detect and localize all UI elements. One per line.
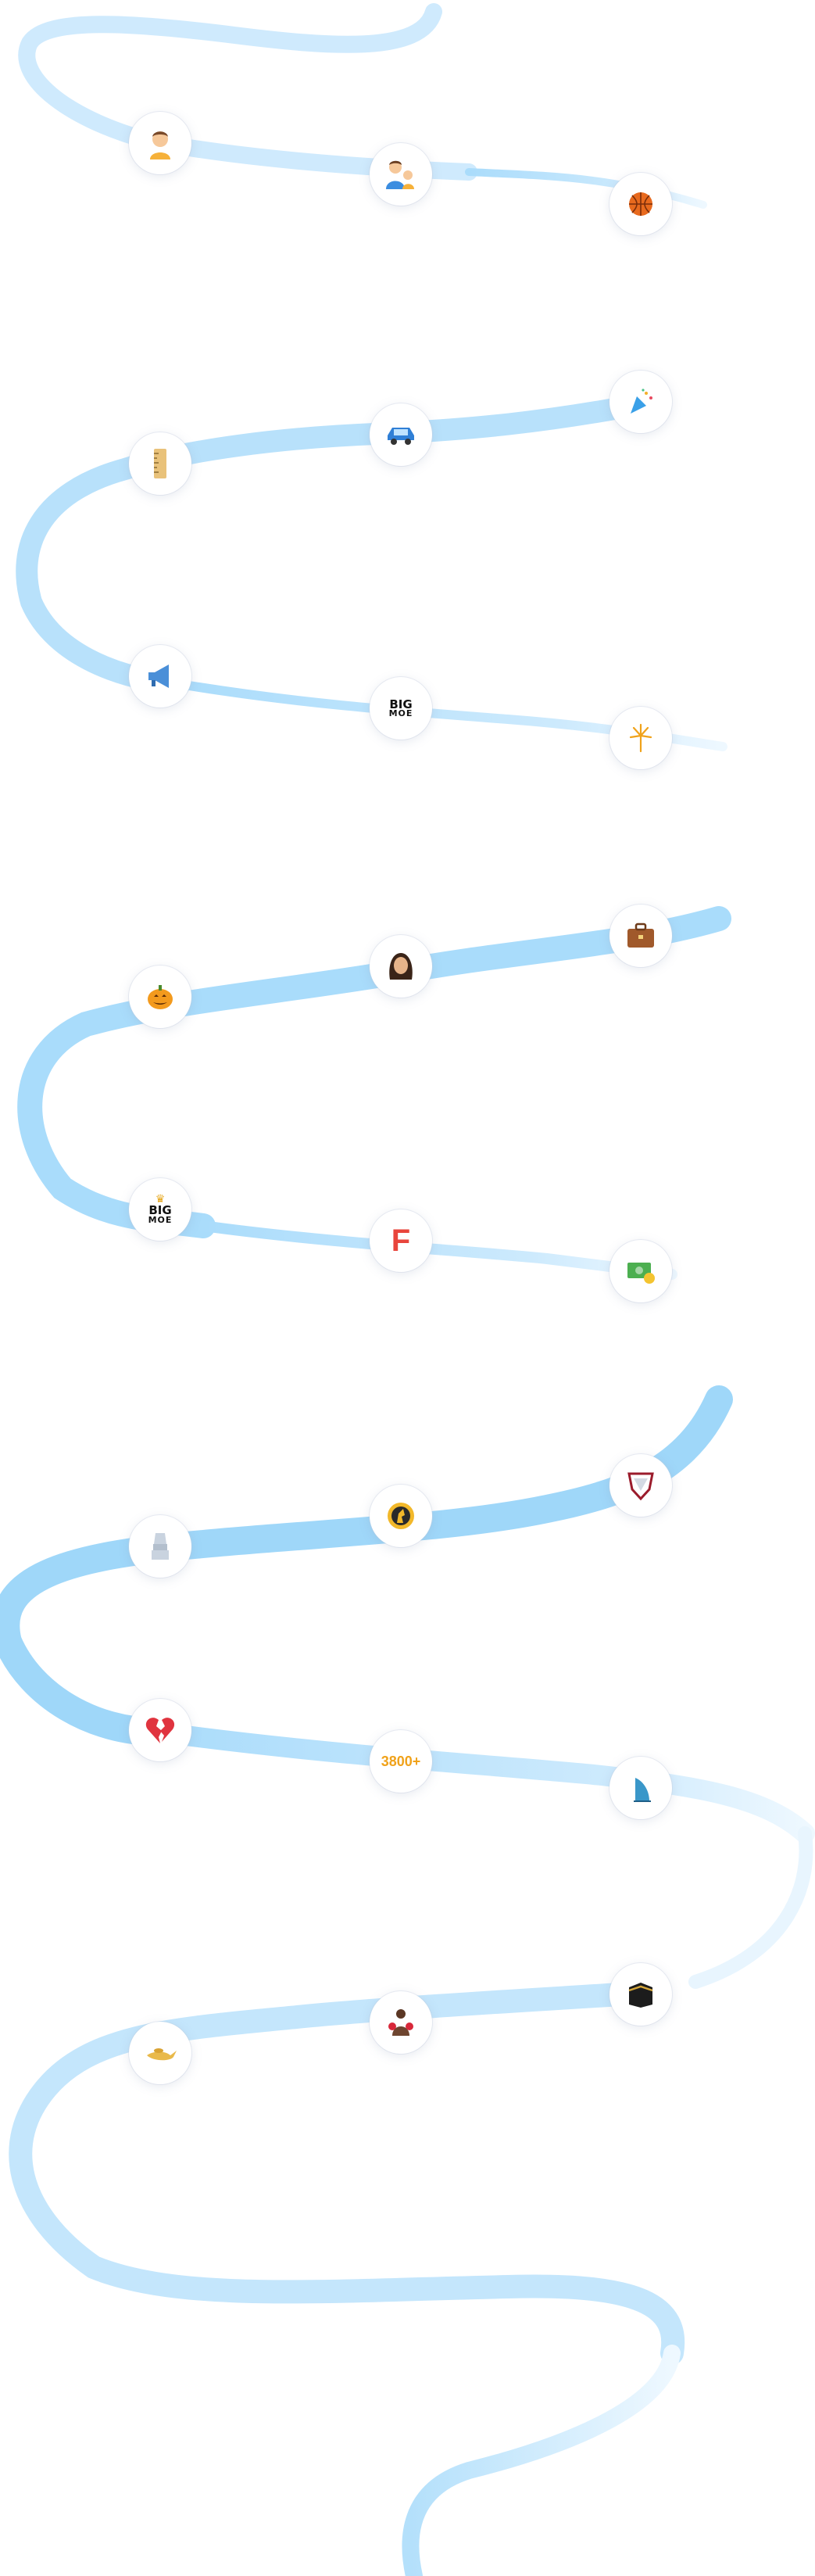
milestone-pumpkin[interactable] (129, 966, 191, 1028)
party-popper-icon (631, 389, 652, 414)
boy-icon (150, 131, 170, 159)
boxer-icon (388, 2009, 413, 2036)
letter-f-logo: F (391, 1223, 411, 1258)
shield-logo-icon (627, 1472, 654, 1501)
jack-o-lantern-icon (148, 985, 173, 1009)
burj-al-arab-icon (634, 1778, 651, 1802)
magic-lamp-icon (147, 2048, 177, 2061)
milestone-briefcase[interactable] (609, 905, 672, 967)
broken-heart-icon (145, 1718, 175, 1743)
milestone-kaaba[interactable] (609, 1963, 672, 2026)
ribbon-paths (0, 3, 815, 2576)
milestone-magic-lamp[interactable] (129, 2022, 191, 2084)
big-mo-crown-logo: ♛ BIG MOE (148, 1193, 173, 1225)
milestone-shield-logo[interactable] (609, 1454, 672, 1517)
milestone-knight-badge[interactable] (370, 1485, 432, 1547)
car-icon (388, 428, 414, 445)
milestone-burj-al-arab[interactable] (609, 1757, 672, 1819)
woman-icon (389, 953, 413, 980)
milestone-basketball[interactable] (609, 173, 672, 235)
milestone-fireworks[interactable] (609, 707, 672, 769)
milestone-woman[interactable] (370, 935, 432, 998)
milestone-count[interactable]: 3800+ (370, 1730, 432, 1793)
milestone-megaphone[interactable] (129, 645, 191, 708)
money-icon (627, 1263, 655, 1284)
milestone-parent-child[interactable] (370, 143, 432, 206)
big-mo-logo: BIG MOE (388, 697, 413, 718)
sparkler-icon (629, 723, 652, 753)
milestone-broken-heart[interactable] (129, 1699, 191, 1761)
ruler-icon (154, 449, 166, 478)
milestone-boxer[interactable] (370, 1991, 432, 2054)
milestone-big-mo-crown[interactable]: ♛ BIG MOE (129, 1178, 191, 1241)
briefcase-icon (627, 923, 654, 948)
basketball-icon (629, 192, 652, 216)
milestone-trophy-cup[interactable] (129, 1515, 191, 1578)
milestone-letter-f[interactable]: F (370, 1209, 432, 1272)
milestone-boy[interactable] (129, 112, 191, 174)
parent-child-icon (386, 160, 414, 189)
count-badge: 3800+ (381, 1753, 421, 1769)
knight-badge-icon (388, 1503, 414, 1529)
trophy-cup-icon (152, 1533, 169, 1560)
megaphone-icon (148, 665, 169, 688)
milestone-car[interactable] (370, 403, 432, 466)
kaaba-icon (628, 1983, 653, 2008)
milestone-money[interactable] (609, 1240, 672, 1302)
milestone-party-popper[interactable] (609, 371, 672, 433)
milestone-ruler[interactable] (129, 432, 191, 495)
milestone-big-mo[interactable]: BIG MOE (370, 677, 432, 740)
